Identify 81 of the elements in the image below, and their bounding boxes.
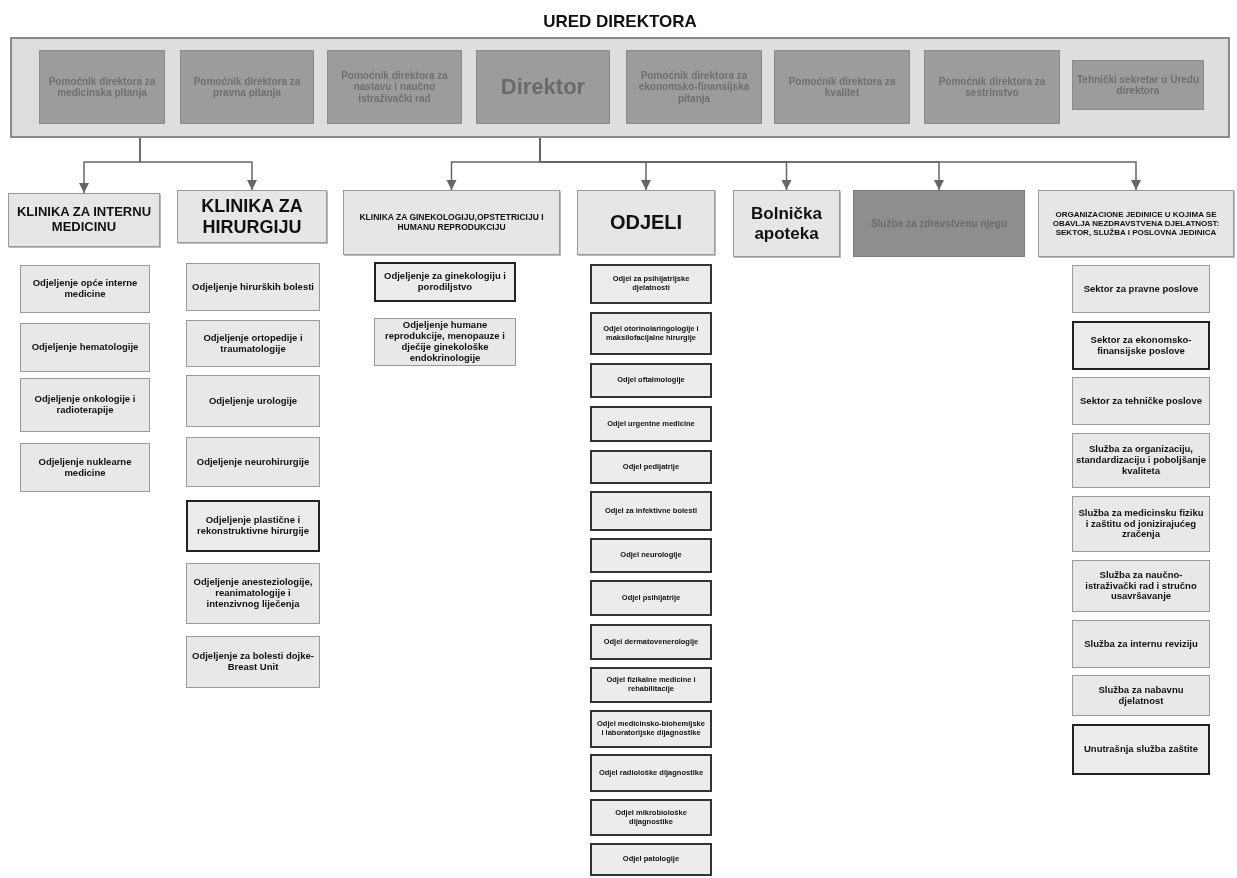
unit-label: Odjeljenje za bolesti dojke-Breast Unit (191, 651, 315, 673)
ward-box (186, 437, 320, 487)
ward-box (20, 378, 150, 432)
ward-box (186, 563, 320, 624)
clinic-box (343, 190, 560, 255)
ward-box (374, 262, 516, 302)
ward-box (186, 636, 320, 688)
ward-box (1072, 560, 1210, 612)
pharmacy-box (733, 190, 840, 257)
section-box (577, 190, 715, 255)
position-box (774, 50, 910, 124)
position-box (180, 50, 314, 124)
unit-label: Odjeljenje hirurških bolesti (192, 281, 314, 293)
unit-label: Bolnička apoteka (750, 203, 823, 244)
unit-label: Sektor za pravne poslove (1083, 283, 1199, 295)
ward-box (186, 263, 320, 311)
unit-label: ORGANIZACIONE JEDINICE U KOJIMA SE OBAVLJA NEZDRAVSTVENA DJELATNOST: SEKTOR, SLUŽBA I POSLOVNA JEDINICA (1051, 209, 1221, 238)
ward-box (590, 799, 712, 836)
ward-box (590, 843, 712, 876)
ward-box (1072, 620, 1210, 668)
unit-label: Odjeljenje hematologije (31, 342, 139, 353)
ward-box (1072, 265, 1210, 313)
ward-box (1072, 675, 1210, 716)
position-box (327, 50, 462, 124)
ward-box (590, 450, 712, 484)
unit-label: Služba za naučno-istraživački rad i stručno usavršavanje (1084, 569, 1198, 603)
ward-box (186, 320, 320, 367)
ward-box (590, 667, 712, 703)
ward-box (590, 710, 712, 748)
unit-group-box (1038, 190, 1234, 257)
service-box (853, 190, 1025, 257)
ward-box (20, 323, 150, 372)
ward-box (186, 375, 320, 427)
unit-label: Odjeljenje anesteziologije, reanimatologije i intenzivnog liječenja (192, 577, 314, 610)
ward-box (590, 491, 712, 531)
unit-label: KLINIKA ZA INTERNU MEDICINU (15, 205, 153, 235)
connector-arrow (139, 137, 258, 191)
unit-label: ODJELI (609, 211, 683, 234)
unit-label: Odjeljenje humane reprodukcije, menopauze i dječije ginekološke endokrinologije (384, 320, 506, 364)
unit-label: Odjeljenje za ginekologiju i porodiljstvo (383, 271, 507, 293)
unit-label: Odjeljenje nuklearne medicine (37, 456, 133, 479)
clinic-box (177, 190, 327, 243)
ward-box (1072, 496, 1210, 552)
unit-label: Odjeljenje opće interne medicine (31, 278, 139, 300)
ward-box (1072, 377, 1210, 425)
ward-box (1072, 321, 1210, 370)
clinic-box (8, 193, 160, 247)
unit-label: Odjeljenje neurohirurgije (196, 456, 310, 468)
ward-box (1072, 433, 1210, 488)
ward-box (590, 312, 712, 355)
ward-box (20, 443, 150, 492)
ward-box (590, 754, 712, 792)
position-box (476, 50, 610, 124)
unit-label: Sektor za ekonomsko-finansijske poslove (1089, 334, 1193, 357)
ward-box (590, 363, 712, 398)
ward-box (590, 580, 712, 616)
unit-label: KLINIKA ZA HIRURGIJU (200, 195, 304, 238)
unit-label: Služba za organizaciju, standardizaciju i poboljšanje kvaliteta (1076, 444, 1206, 477)
position-box (626, 50, 762, 124)
unit-label: Služba za medicinsku fiziku i zaštitu od jonizirajućeg zračenja (1077, 507, 1205, 541)
unit-label: Služba za nabavnu djelatnost (1097, 684, 1185, 707)
ward-box (186, 500, 320, 552)
ward-box (590, 538, 712, 573)
ward-box (590, 624, 712, 660)
ward-box (374, 318, 516, 366)
position-box (1072, 60, 1204, 110)
ward-box (1072, 724, 1210, 775)
unit-label: Sektor za tehničke poslove (1080, 395, 1202, 407)
unit-label: Odjeljenje ortopedije i traumatologije (202, 332, 304, 355)
unit-label: Unutrašnja služba zaštite (1084, 744, 1198, 755)
unit-label: Odjeljenje onkologije i radioterapije (33, 394, 137, 416)
ward-box (590, 264, 712, 304)
unit-label: Odjeljenje urologije (208, 395, 298, 407)
unit-label: KLINIKA ZA GINEKOLOGIJU,OPSTETRICIJU I HUMANU REPRODUKCIJU (358, 212, 545, 233)
unit-label: Odjeljenje plastične i rekonstruktivne hirurgije (196, 515, 310, 537)
position-box (924, 50, 1060, 124)
position-box (39, 50, 165, 124)
ward-box (590, 406, 712, 442)
unit-label: Služba za internu reviziju (1084, 638, 1198, 650)
band-title: URED DIREKTORA (542, 12, 698, 32)
ward-box (20, 265, 150, 313)
